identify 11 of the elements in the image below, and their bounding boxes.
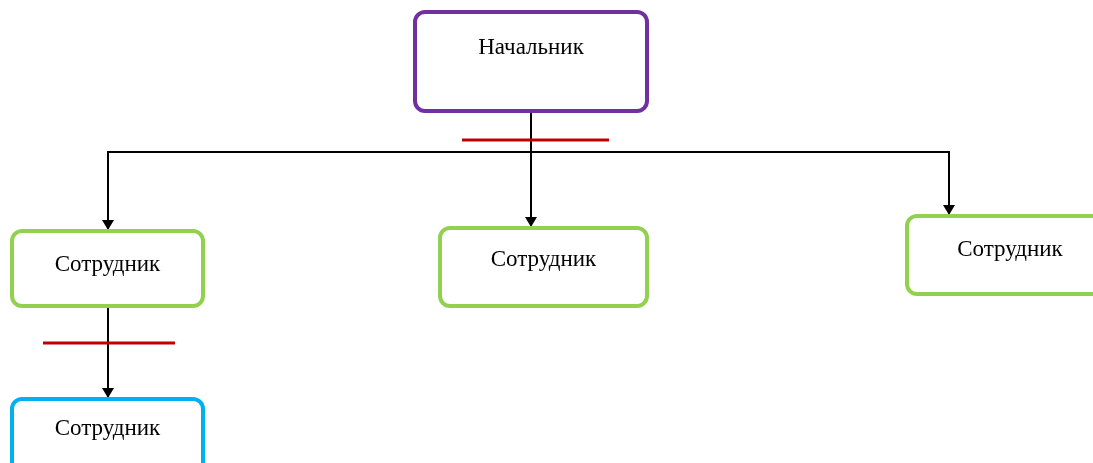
org-box [438,226,649,308]
position-title: Сотрудник [490,246,597,272]
position-title: Сотрудник [957,236,1063,262]
position-title: Начальник [478,34,584,60]
org-box [10,229,205,308]
position-title: Сотрудник [54,415,161,441]
position-title: Сотрудник [54,251,161,277]
org-box [905,214,1093,296]
org-box [413,10,649,113]
arrow [102,307,114,398]
org-box [10,397,205,463]
